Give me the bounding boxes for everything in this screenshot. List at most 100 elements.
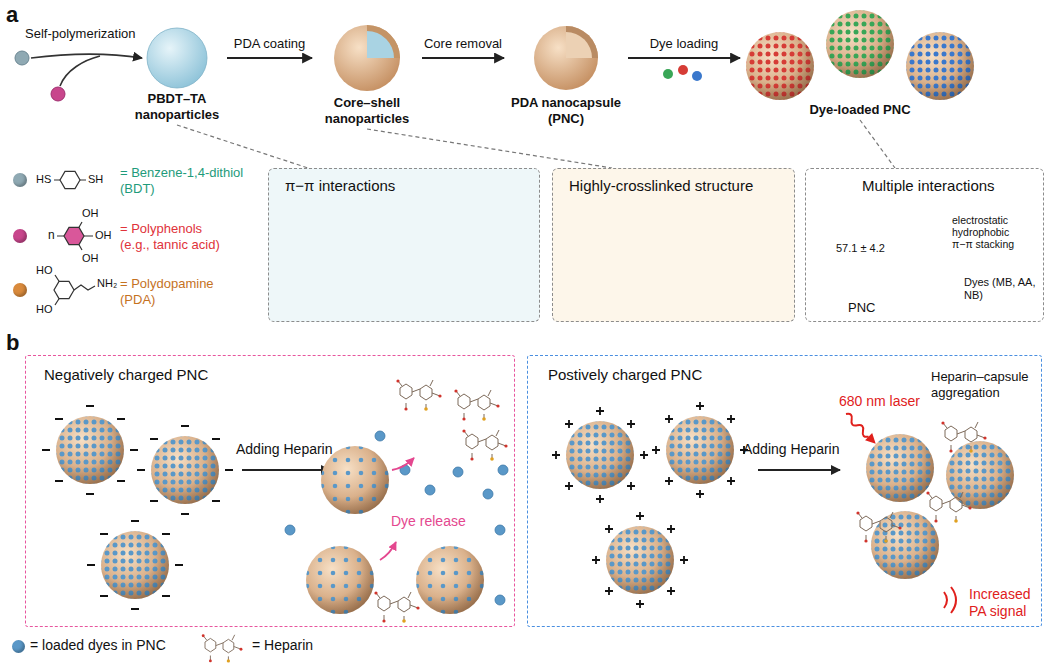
negative-capsules (453, 467, 463, 477)
negative-capsules (392, 458, 414, 470)
step-label: Self-polymerization (25, 26, 136, 42)
dye-loaded-spheres (746, 10, 974, 100)
panel-letter: b (6, 330, 19, 356)
chemical-structures (54, 179, 86, 180)
dye-dots (678, 65, 688, 75)
dye-dots (663, 69, 673, 79)
positive-capsules (946, 441, 1014, 509)
node-label: Increased PA signal (969, 586, 1039, 620)
atom-label: NH₂ (97, 277, 117, 290)
chemical-structures (60, 171, 80, 188)
negative-capsules (42, 379, 508, 622)
heparin-sample (202, 634, 243, 662)
chemical-structures (64, 227, 84, 244)
positive-capsules (866, 434, 934, 502)
negative-capsules (242, 469, 330, 471)
node-label: Multiple interactions (862, 177, 995, 195)
negative-capsules (151, 436, 219, 504)
negative-capsules (42, 406, 138, 494)
dye-loaded-spheres (826, 10, 894, 78)
positive-capsules (871, 511, 939, 579)
atom-label: HO (36, 264, 53, 277)
legend-label: = Polyphenols (e.g., tannic acid) (120, 221, 232, 253)
dye-loaded-spheres (906, 32, 974, 100)
positive-capsules (552, 407, 648, 503)
particle-node: PBDT–TA nanoparticles (127, 25, 227, 123)
node-label: Dye release (391, 513, 466, 530)
positive-capsules (606, 526, 674, 594)
negative-capsules (483, 489, 493, 499)
negative-capsules (56, 416, 124, 484)
legend-swatch (13, 229, 27, 243)
heparin-sample (202, 634, 243, 662)
negative-capsules (374, 591, 419, 622)
node-label: Core–shell nanoparticles (312, 95, 422, 127)
node-label: Heparin–capsule aggregation (931, 369, 1037, 401)
negative-capsules (425, 485, 435, 495)
negative-capsules (87, 521, 183, 609)
negative-capsules (101, 531, 169, 599)
legend-swatch (13, 283, 27, 297)
monomer-balls (15, 51, 29, 65)
positive-capsules (842, 410, 879, 447)
negative-capsules (495, 595, 505, 605)
node-label: Dye-loaded PNC (740, 102, 980, 118)
atom-label: OH (82, 252, 99, 265)
negative-capsules (306, 546, 374, 614)
node-label: PBDT–TA nanoparticles (127, 91, 227, 123)
legend-label: = Heparin (252, 637, 313, 654)
negative-capsules (454, 389, 499, 420)
legend-label: = Benzene-1,4-dithiol (BDT) (120, 165, 260, 197)
particle-node: Dye-loaded PNC (740, 8, 980, 118)
particle-node: Core–shell nanoparticles (312, 25, 422, 127)
node-label: π−π interactions (285, 177, 395, 195)
positive-capsules (856, 511, 901, 542)
panel-box: Negatively charged PNCAdding HeparinDye … (25, 355, 515, 627)
atom-label: OH (82, 207, 99, 220)
dimension-label: 57.1 ± 4.2 (836, 242, 885, 255)
dye-dots (663, 65, 702, 81)
particle-node: PDA nanocapsule (PNC) (504, 25, 628, 127)
leader-line (177, 125, 308, 168)
negative-capsules (495, 525, 505, 535)
chemical-structures (55, 275, 95, 305)
pbdt-ta-sphere (147, 28, 207, 88)
positive-capsules (758, 469, 840, 471)
panel-box: Postively charged PNCAdding Heparin680 n… (527, 355, 1042, 627)
pbdt-ta-sphere (147, 28, 207, 88)
positive-capsules (652, 402, 748, 498)
atom-label: HS (36, 173, 51, 186)
nanocapsule-sphere (534, 26, 598, 90)
dye-loaded-spheres (746, 32, 814, 100)
node-label: Postively charged PNC (548, 366, 702, 384)
positive-capsules (666, 416, 734, 484)
core-shell-sphere (367, 25, 400, 58)
monomer-balls (60, 56, 100, 86)
dye-dots (692, 71, 702, 81)
chemical-structures (54, 281, 74, 298)
positive-capsules (552, 402, 1014, 613)
node-label: Highly-crosslinked structure (569, 177, 753, 195)
node-label: Adding Heparin (236, 441, 333, 458)
positive-capsules (926, 491, 971, 522)
positive-capsules (944, 587, 956, 613)
atom-label: HO (36, 303, 53, 316)
positive-capsules (566, 421, 634, 489)
negative-capsules (396, 379, 441, 410)
legend-swatch (12, 640, 25, 653)
monomer-balls (51, 87, 65, 101)
part-label: PNC (848, 300, 875, 316)
inset-box: Highly-crosslinked structure (552, 168, 795, 322)
core-shell-sphere (367, 31, 394, 58)
monomer-balls (15, 51, 142, 101)
process-arrow (628, 57, 740, 59)
process-arrow (422, 57, 504, 59)
negative-capsules (462, 429, 507, 460)
nanocapsule-sphere (566, 32, 592, 58)
negative-capsules (137, 426, 233, 514)
note-label: electrostatic hydrophobic π−π stacking (952, 214, 1032, 250)
note-label: Dyes (MB, AA, NB) (964, 276, 1040, 302)
inset-box: π−π interactions (268, 168, 540, 322)
atom-label: n (48, 228, 55, 242)
atom-label: SH (88, 173, 103, 186)
